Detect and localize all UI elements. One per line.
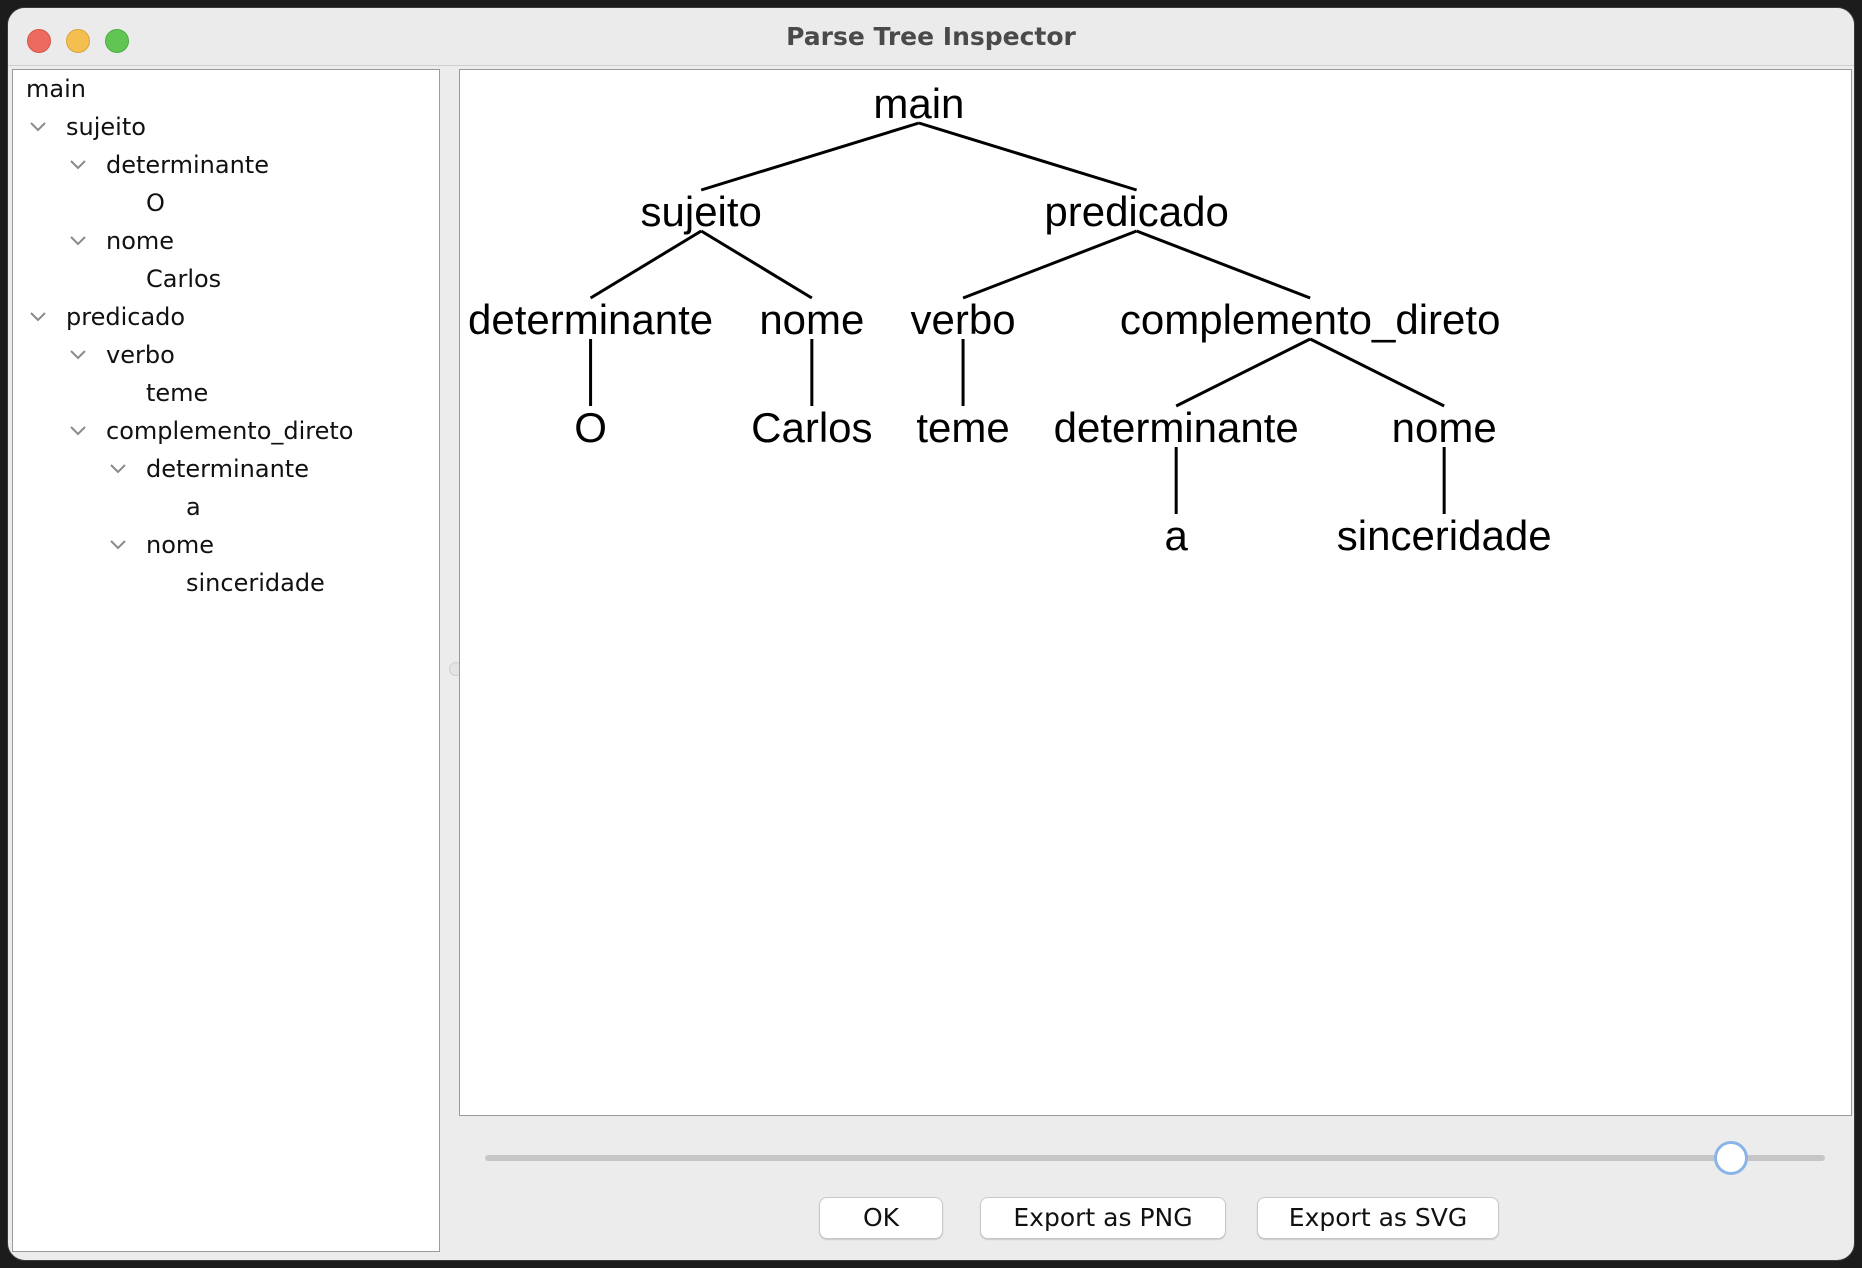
tree-item-label: nome [146, 531, 215, 559]
tree-edge [700, 121, 920, 192]
tree-edge [1309, 337, 1445, 408]
tree-item[interactable]: teme [13, 374, 439, 412]
tree-edge [1175, 337, 1311, 408]
tree-item[interactable]: nome [13, 222, 439, 260]
minimize-window-button[interactable] [66, 29, 90, 53]
tree-node-label: determinante [468, 296, 713, 343]
tree-item-label: main [26, 75, 86, 103]
tree-item-label: nome [106, 227, 175, 255]
chevron-down-icon[interactable] [67, 146, 89, 184]
chevron-down-icon[interactable] [67, 412, 89, 450]
tree-item-label: a [186, 493, 201, 521]
zoom-slider-thumb[interactable] [1714, 1141, 1749, 1175]
tree-item-label: verbo [106, 341, 175, 369]
tree-node-label: a [1164, 512, 1188, 559]
tree-node-label: sinceridade [1337, 512, 1552, 559]
tree-item[interactable]: main [13, 70, 439, 108]
tree-item[interactable]: determinante [13, 146, 439, 184]
tree-item[interactable]: a [13, 488, 439, 526]
tree-edge [962, 229, 1138, 300]
tree-item-label: sinceridade [186, 569, 325, 597]
parse-tree-diagram: mainsujeitodeterminanteOnomeCarlospredic… [468, 80, 1552, 559]
export-svg-button[interactable]: Export as SVG [1257, 1197, 1499, 1239]
tree-item-label: complemento_direto [106, 417, 354, 445]
chevron-down-icon[interactable] [27, 298, 49, 336]
tree-node-label: complemento_direto [1120, 296, 1501, 343]
chevron-down-icon[interactable] [67, 336, 89, 374]
tree-edge [700, 229, 813, 300]
title-bar: Parse Tree Inspector [8, 8, 1854, 66]
chevron-down-icon[interactable] [107, 450, 129, 488]
tree-item[interactable]: verbo [13, 336, 439, 374]
close-window-button[interactable] [27, 29, 51, 53]
tree-item[interactable]: predicado [13, 298, 439, 336]
tree-item[interactable]: determinante [13, 450, 439, 488]
maximize-window-button[interactable] [105, 29, 129, 53]
export-png-button[interactable]: Export as PNG [980, 1197, 1226, 1239]
tree-node-label: main [873, 80, 964, 127]
tree-item-label: determinante [146, 455, 309, 483]
tree-node-label: O [574, 404, 607, 451]
tree-item[interactable]: O [13, 184, 439, 222]
tree-item-label: sujeito [66, 113, 146, 141]
tree-edge [918, 121, 1138, 192]
zoom-slider-track[interactable] [485, 1155, 1825, 1161]
window-title: Parse Tree Inspector [786, 22, 1076, 51]
tree-node-label: sujeito [641, 188, 762, 235]
zoom-slider[interactable] [485, 1138, 1825, 1178]
tree-node-label: predicado [1044, 188, 1228, 235]
tree-item-label: determinante [106, 151, 269, 179]
tree-item-label: predicado [66, 303, 186, 331]
ok-button[interactable]: OK [819, 1197, 943, 1239]
tree-node-label: determinante [1054, 404, 1299, 451]
tree-item[interactable]: Carlos [13, 260, 439, 298]
tree-item[interactable]: complemento_direto [13, 412, 439, 450]
tree-item-label: teme [146, 379, 209, 407]
tree-item-label: Carlos [146, 265, 222, 293]
tree-node-label: nome [759, 296, 864, 343]
chevron-down-icon[interactable] [107, 526, 129, 564]
tree-node-label: teme [916, 404, 1009, 451]
parse-tree-inspector-window: Parse Tree Inspector main sujeito determin… [7, 7, 1855, 1261]
tree-node-label: Carlos [751, 404, 872, 451]
tree-item[interactable]: sinceridade [13, 564, 439, 602]
tree-edge [589, 229, 702, 300]
chevron-down-icon[interactable] [27, 108, 49, 146]
chevron-down-icon[interactable] [67, 222, 89, 260]
tree-item[interactable]: sujeito [13, 108, 439, 146]
tree-edge [1136, 229, 1311, 300]
tree-item[interactable]: nome [13, 526, 439, 564]
tree-node-label: verbo [911, 296, 1016, 343]
tree-node-label: nome [1392, 404, 1497, 451]
tree-item-label: O [146, 189, 165, 217]
